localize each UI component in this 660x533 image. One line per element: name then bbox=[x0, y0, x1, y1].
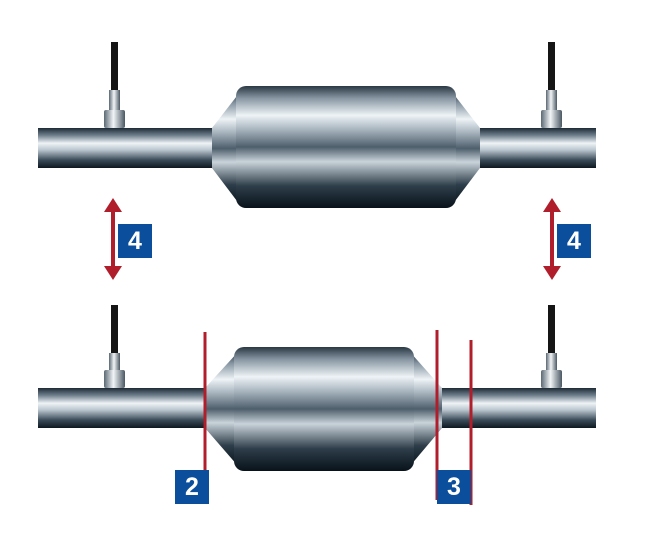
badge-3: 3 bbox=[437, 470, 471, 504]
sensor-probe-icon bbox=[541, 305, 562, 388]
bottom-converter-body bbox=[234, 347, 414, 471]
bottom-right-pipe bbox=[437, 388, 596, 428]
badge-4-right: 4 bbox=[557, 224, 591, 258]
bottom-left-pipe bbox=[38, 388, 210, 428]
top-right-cone bbox=[452, 92, 480, 205]
top-left-pipe bbox=[38, 128, 218, 168]
bottom-assembly bbox=[38, 305, 596, 505]
double-arrow-icon-left bbox=[104, 198, 122, 280]
sensor-probe-icon bbox=[541, 42, 562, 128]
top-assembly bbox=[38, 42, 596, 208]
badge-4-left: 4 bbox=[118, 224, 152, 258]
sensor-probe-icon bbox=[104, 305, 125, 388]
badge-2: 2 bbox=[175, 470, 209, 504]
top-right-pipe bbox=[462, 128, 596, 168]
top-left-cone bbox=[212, 92, 240, 205]
double-arrow-icon-right bbox=[543, 198, 561, 280]
top-converter-body bbox=[236, 86, 456, 208]
bottom-left-cone bbox=[205, 352, 238, 466]
bottom-right-cone bbox=[410, 352, 442, 466]
sensor-probe-icon bbox=[104, 42, 125, 128]
